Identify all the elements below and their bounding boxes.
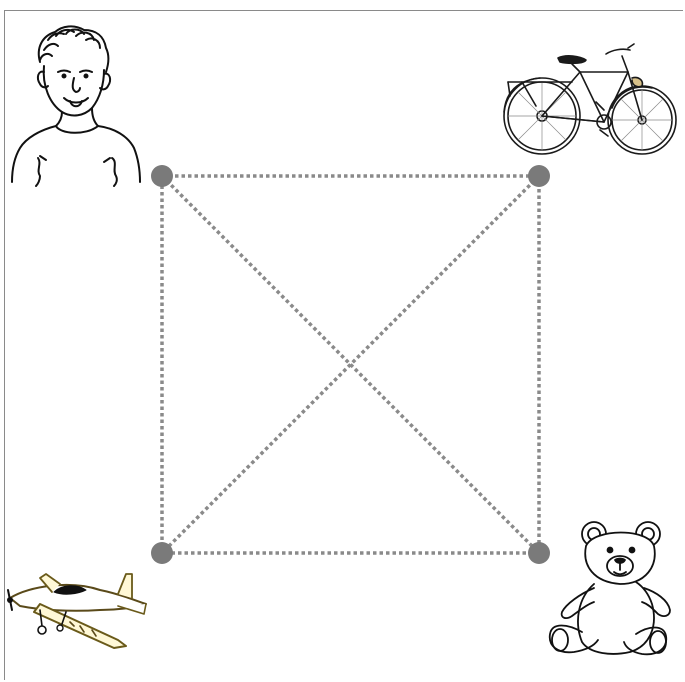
node-dot-top-left [151, 165, 173, 187]
node-dot-top-right [528, 165, 550, 187]
bicycle-icon [503, 43, 677, 155]
boy-icon [11, 25, 141, 187]
node-dot-bottom-left [151, 542, 173, 564]
edge-top-right-to-bottom-left [160, 174, 541, 555]
page-frame [4, 10, 683, 680]
airplane-icon [7, 573, 147, 649]
teddy-bear-icon [548, 521, 671, 656]
node-dot-bottom-right [528, 542, 550, 564]
node-layer [151, 165, 550, 564]
edge-layer [160, 174, 541, 555]
